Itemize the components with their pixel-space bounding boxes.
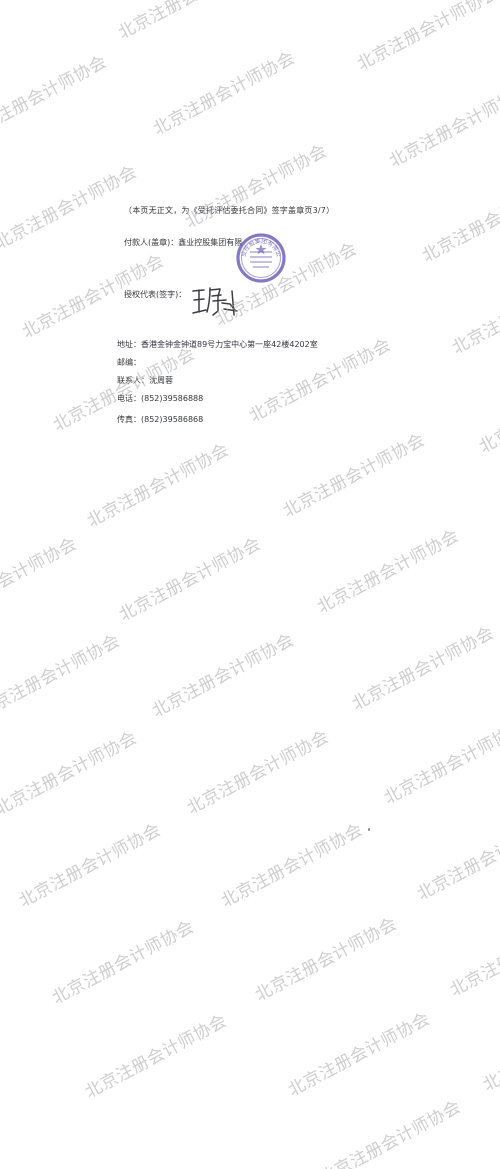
watermark-text: 北京注册会计师协会 bbox=[0, 631, 124, 723]
watermark-text: 北京注册会计师协会 bbox=[414, 813, 500, 905]
watermark-text: 北京注册会计师协会 bbox=[0, 534, 81, 626]
payer-name: 鑫业控股集团有限 bbox=[178, 238, 243, 247]
watermark-text: 北京注册会计师协会 bbox=[49, 917, 198, 1009]
watermark-text: 北京注册会计师协会 bbox=[0, 52, 111, 144]
payer-label: 付款人(盖章)： bbox=[124, 238, 179, 247]
watermark-text: 北京注册会计师协会 bbox=[280, 430, 429, 522]
watermark-text: 北京注册会计师协会 bbox=[449, 267, 500, 359]
watermark-text: 北京注册会计师协会 bbox=[349, 623, 498, 715]
watermark-text: 北京注册会计师协会 bbox=[314, 526, 463, 618]
watermark-text: 北京注册会计师协会 bbox=[285, 1009, 434, 1101]
watermark-text: 北京注册会计师协会 bbox=[184, 727, 333, 819]
authorized-rep-label: 授权代表(签字)： bbox=[124, 290, 187, 299]
company-seal-icon: 鑫业控股集团有限公司 bbox=[235, 232, 286, 283]
watermark-text: 北京注册会计师协会 bbox=[476, 366, 500, 458]
payer-line: 付款人(盖章)：鑫业控股集团有限 bbox=[124, 238, 242, 248]
watermark-text: 北京注册会计师协会 bbox=[0, 728, 141, 820]
page-note: （本页无正文，为《受托评估委托合同》签字盖章页3/7） bbox=[124, 206, 335, 215]
watermark-text: 北京注册会计师协会 bbox=[447, 909, 500, 1001]
contact-line: 联系人：沈周蓉 bbox=[117, 376, 173, 386]
watermark-text: 北京注册会计师协会 bbox=[116, 534, 265, 626]
watermark-text: 北京注册会计师协会 bbox=[0, 162, 141, 254]
contact-name: 沈周蓉 bbox=[149, 376, 173, 385]
watermark-text: 北京注册会计师协会 bbox=[218, 820, 367, 912]
phone-value: (852)39586888 bbox=[141, 394, 204, 403]
watermark-text: 北京注册会计师协会 bbox=[419, 175, 500, 267]
watermark-text: 北京注册会计师协会 bbox=[149, 630, 298, 722]
phone-label: 电话： bbox=[117, 394, 141, 403]
postcode-line: 邮编： bbox=[117, 358, 141, 368]
fax-value: (852)39586868 bbox=[141, 415, 204, 424]
watermark-text: 北京注册会计师协会 bbox=[16, 820, 165, 912]
watermark-text: 北京注册会计师协会 bbox=[386, 80, 500, 172]
fax-label: 传真： bbox=[117, 415, 141, 424]
scan-mark bbox=[368, 828, 370, 831]
watermark-text: 北京注册会计师协会 bbox=[82, 1011, 231, 1103]
watermark-text: 北京注册会计师协会 bbox=[252, 914, 401, 1006]
handwritten-signature-icon bbox=[192, 287, 238, 316]
watermark-text: 北京注册会计师协会 bbox=[84, 440, 233, 532]
contact-label: 联系人： bbox=[117, 376, 149, 385]
watermark-text: 北京注册会计师协会 bbox=[182, 141, 331, 233]
watermark-text: 北京注册会计师协会 bbox=[480, 1004, 500, 1096]
watermark-text: 北京注册会计师协会 bbox=[316, 1097, 465, 1169]
watermark-text: 北京注册会计师协会 bbox=[381, 717, 500, 809]
phone-line: 电话：(852)39586888 bbox=[117, 394, 203, 404]
watermark-text: 北京注册会计师协会 bbox=[115, 0, 263, 44]
address-line: 地址：香港金钟金钟道89号力宝中心第一座42楼4202室 bbox=[117, 340, 318, 349]
authorized-rep-line: 授权代表(签字)： bbox=[124, 290, 186, 300]
watermark-text: 北京注册会计师协会 bbox=[150, 48, 299, 140]
fax-line: 传真：(852)39586868 bbox=[117, 415, 203, 425]
postcode-label: 邮编： bbox=[117, 358, 141, 367]
watermark-text: 北京注册会计师协会 bbox=[354, 0, 500, 75]
